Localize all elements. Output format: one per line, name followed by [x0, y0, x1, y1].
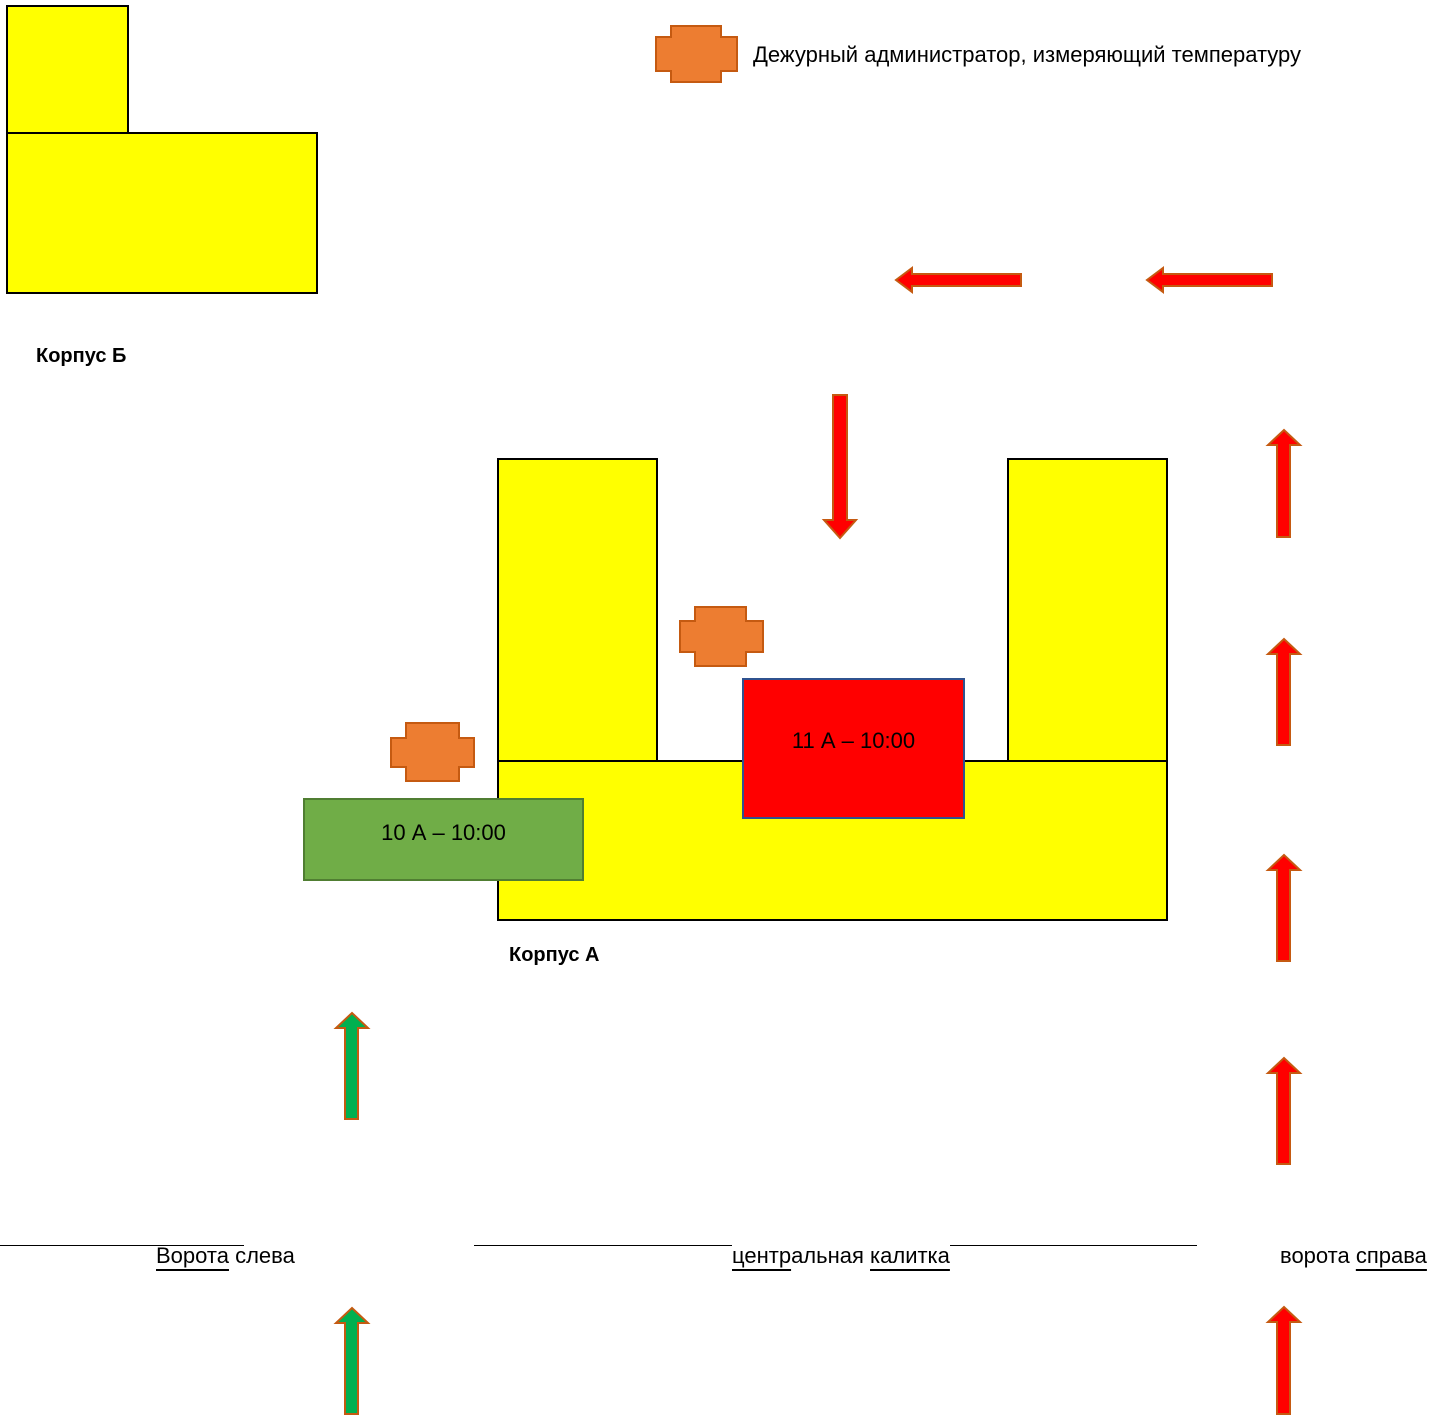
- class-box-11a: 11 А – 10:00: [742, 678, 965, 819]
- gate-label-left-b: слева: [228, 1243, 295, 1268]
- arrow-left-icon: [1145, 266, 1273, 294]
- arrow-up-icon: [1265, 853, 1303, 962]
- admin-icon-left-entrance: [390, 722, 475, 782]
- gate-label-center-a: центр: [732, 1243, 792, 1268]
- gate-label-left: Ворота слева: [156, 1243, 295, 1269]
- arrow-down-icon: [821, 394, 859, 540]
- arrow-up-green-icon: [333, 1011, 371, 1120]
- gate-label-center: центральная калитка: [732, 1243, 950, 1269]
- building-b-tower: [6, 5, 129, 135]
- gate-label-center-b: альная: [791, 1243, 871, 1268]
- gate-label-right-a: ворота: [1280, 1243, 1356, 1268]
- arrow-up-green-icon: [333, 1306, 371, 1415]
- gate-label-center-c: калитка: [870, 1243, 950, 1268]
- orange-cross-icon: [655, 25, 738, 83]
- building-b-label: Корпус Б: [36, 345, 127, 367]
- building-a-label: Корпус А: [509, 944, 600, 966]
- arrow-up-icon: [1265, 1305, 1303, 1415]
- arrow-up-icon: [1265, 428, 1303, 538]
- building-a-right-wing: [1007, 458, 1168, 763]
- class-box-10a: 10 А – 10:00: [303, 798, 584, 881]
- arrow-left-icon: [894, 266, 1022, 294]
- arrow-up-icon: [1265, 1056, 1303, 1165]
- building-b-base: [6, 132, 318, 294]
- admin-icon-courtyard: [679, 606, 764, 667]
- gate-line-left: [0, 1245, 244, 1246]
- gate-label-right-b: справа: [1355, 1243, 1427, 1268]
- class-label-10a: 10 А – 10:00: [381, 820, 506, 845]
- class-label-11a: 11 А – 10:00: [791, 728, 916, 753]
- gate-label-right: ворота справа: [1280, 1243, 1427, 1269]
- gate-label-left-a: Ворота: [156, 1243, 229, 1268]
- arrow-up-icon: [1265, 637, 1303, 746]
- building-a-left-wing: [497, 458, 658, 763]
- legend-text: Дежурный администратор, измеряющий темпе…: [753, 42, 1302, 67]
